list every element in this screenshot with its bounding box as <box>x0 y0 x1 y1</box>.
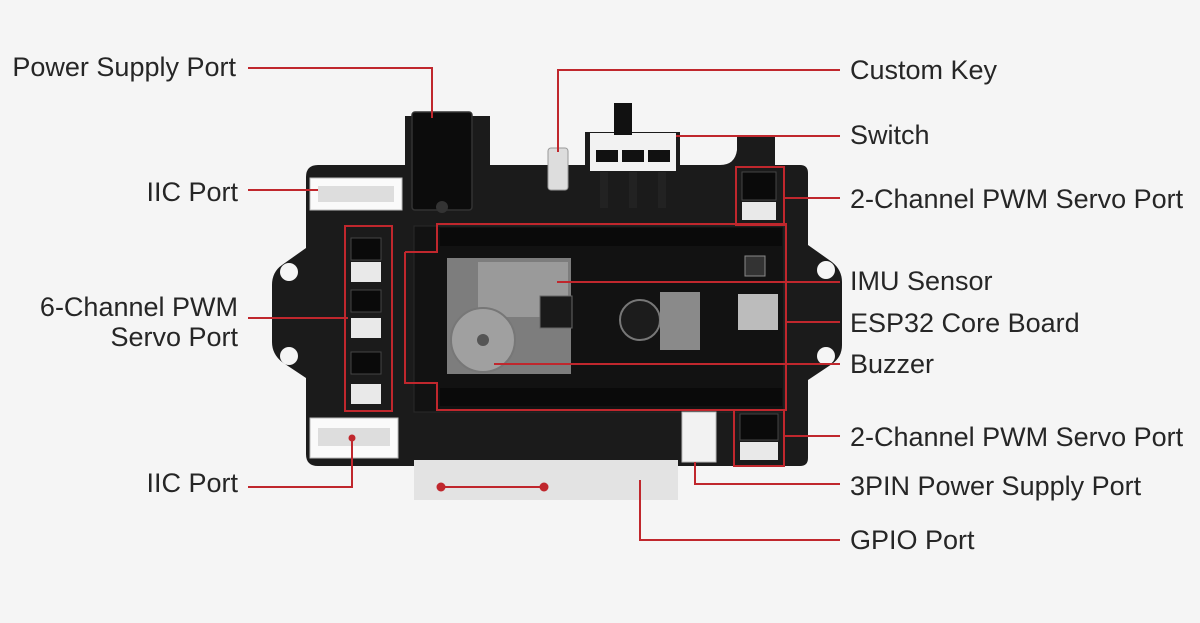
usb-port <box>738 294 778 330</box>
switch-slot-3 <box>648 150 670 162</box>
esp32-header-top <box>440 228 782 246</box>
callout-lines <box>248 67 840 541</box>
callout-iic-bottom <box>248 438 353 488</box>
callout-custom-key <box>557 69 840 152</box>
highlight-6ch-pwm <box>344 225 393 412</box>
mount-hole-right-bottom <box>817 347 835 365</box>
switch-pin-2 <box>629 172 637 208</box>
pwm-right-top-headers <box>741 171 777 220</box>
switch-pin-3 <box>658 172 666 208</box>
pwm-right-bottom-headers <box>739 413 779 460</box>
callout-dot-gpio-right <box>539 482 549 492</box>
button-small <box>744 255 766 277</box>
label-6ch-pwm-line2: Servo Port <box>110 322 238 352</box>
label-2ch-pwm-bottom: 2-Channel PWM Servo Port <box>850 422 1184 452</box>
label-custom-key: Custom Key <box>850 55 998 85</box>
callout-dot-gpio-left <box>436 482 446 492</box>
iic-connector-top-inner <box>318 186 394 202</box>
callout-gpio <box>639 480 840 541</box>
power-jack <box>411 111 473 211</box>
label-3pin-power: 3PIN Power Supply Port <box>850 471 1142 501</box>
label-esp32-core-board: ESP32 Core Board <box>850 308 1080 338</box>
label-switch: Switch <box>850 120 930 150</box>
label-buzzer: Buzzer <box>850 349 935 379</box>
mount-hole-left-bottom <box>280 347 298 365</box>
callout-3pin <box>694 462 840 485</box>
callout-power-supply <box>248 67 433 118</box>
callout-dot-iic-bottom <box>348 434 356 442</box>
label-gpio-port: GPIO Port <box>850 525 975 555</box>
gpio-port-strip <box>414 460 678 500</box>
label-imu-sensor: IMU Sensor <box>850 266 993 296</box>
label-iic-port-bottom: IIC Port <box>146 468 238 498</box>
switch-pin-1 <box>600 172 608 208</box>
buzzer-hole <box>477 334 489 346</box>
highlight-2ch-pwm-bottom <box>733 409 785 467</box>
capacitor <box>619 299 661 341</box>
label-power-supply-port: Power Supply Port <box>12 52 236 82</box>
esp32-header-bottom <box>440 388 782 406</box>
power-jack-hole <box>436 201 448 213</box>
label-6ch-pwm-line1: 6-Channel PWM <box>39 292 238 322</box>
custom-key <box>547 147 569 191</box>
regulator <box>660 292 700 350</box>
three-pin-header <box>681 411 717 463</box>
switch-slot-1 <box>596 150 618 162</box>
label-2ch-pwm-top: 2-Channel PWM Servo Port <box>850 184 1184 214</box>
label-iic-port-top: IIC Port <box>146 177 238 207</box>
pwm-left-headers <box>350 237 382 404</box>
mount-hole-left-top <box>280 263 298 281</box>
imu-chip <box>539 295 573 329</box>
board-icon <box>272 103 842 500</box>
switch-knob <box>614 103 632 135</box>
mount-hole-right-top <box>817 261 835 279</box>
highlight-esp32 <box>404 223 787 411</box>
switch-slot-2 <box>622 150 644 162</box>
